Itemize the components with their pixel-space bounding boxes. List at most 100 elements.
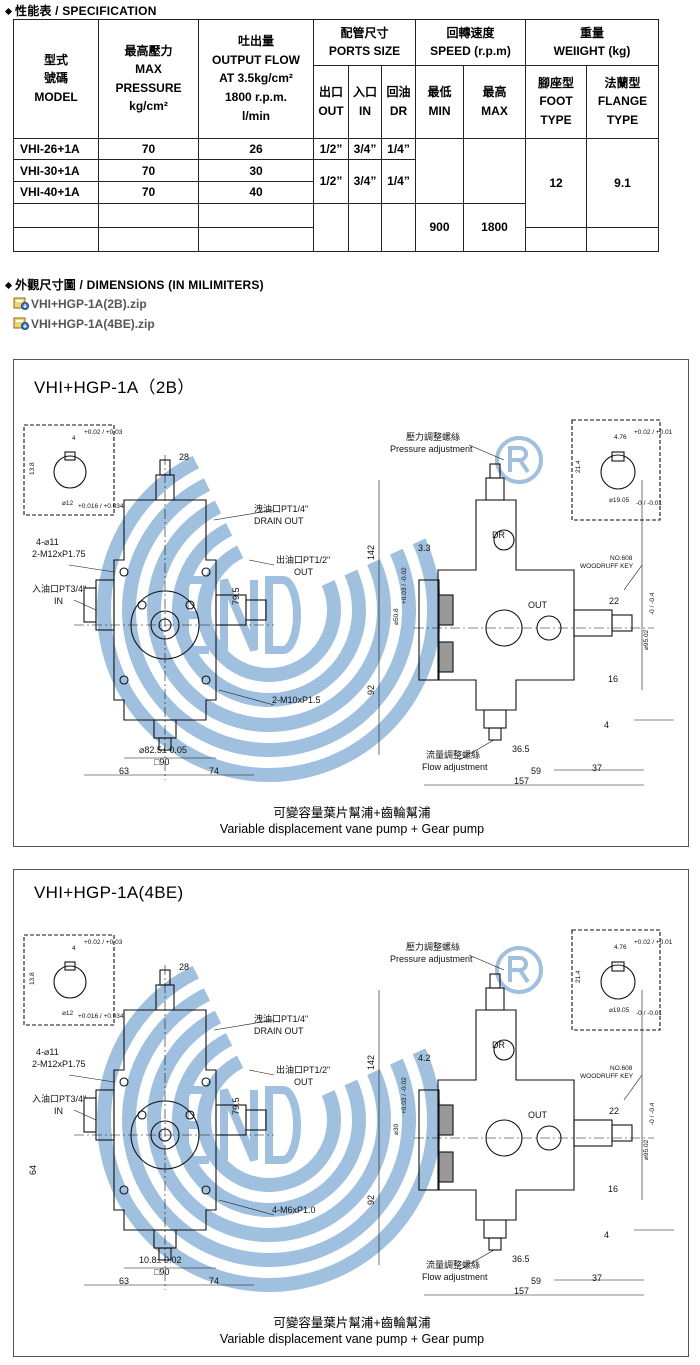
dim-label-dim-64: 64 (28, 1165, 38, 1175)
dim-label-fa-zh: 流量調整螺絲 (426, 749, 480, 760)
dim-label-thread: 2-M12xP1.75 (32, 1059, 86, 1069)
dim-label-dim-59: 59 (531, 766, 541, 776)
drawing-caption: 可變容量葉片幫浦+齒輪幫浦 Variable displacement vane… (14, 805, 688, 837)
port-out-cell: 1/2” (313, 159, 349, 205)
empty-cell (313, 203, 349, 252)
dim-label-pa-zh: 壓力調整螺絲 (406, 941, 460, 952)
dim-label-key-a-h: 13.8 (29, 972, 36, 985)
empty-cell (98, 227, 199, 252)
port-in-cell: 3/4” (348, 137, 382, 161)
speed-max-empty (463, 137, 526, 205)
speed-max-cell: 1800 (463, 203, 526, 252)
dim-label-key-b-tol: +0.02 / +0.01 (634, 939, 673, 946)
dim-label-fa-en: Flow adjustment (422, 762, 488, 772)
dim-label-fa-en: Flow adjustment (422, 1272, 488, 1282)
caption-zh: 可變容量葉片幫浦+齒輪幫浦 (273, 806, 431, 820)
dim-label-key-a-w: 4 (72, 435, 76, 442)
dim-label-key-a-dia: ⌀12 (62, 500, 74, 507)
dim-label-out-zh: 出油口PT1/2" (276, 1064, 330, 1075)
model-cell: VHI-30+1A (13, 159, 99, 183)
speed-min-cell: 900 (415, 203, 464, 252)
dim-label-key-b-w: 4.76 (614, 944, 627, 951)
pressure-cell: 70 (98, 181, 199, 205)
model-cell: VHI-40+1A (13, 181, 99, 205)
dim-label-dia-9502: ⌀95.02 (643, 629, 650, 650)
dim-label-holes: 4-⌀11 (36, 537, 59, 547)
empty-cell (525, 227, 587, 252)
download-link-2b[interactable]: VHI+HGP-1A(2B).zip (13, 297, 147, 311)
dim-label-drain-en: DRAIN OUT (254, 516, 304, 526)
port-dr-cell: 1/4” (381, 159, 416, 205)
dim-label-in-zh: 入油口PT3/4" (32, 1093, 86, 1104)
speed-min-empty (415, 137, 464, 205)
empty-cell (585, 227, 660, 252)
pump-outline (23, 419, 661, 780)
dimension-lines (68, 444, 674, 786)
dim-label-pa-zh: 壓力調整螺絲 (406, 431, 460, 442)
drawing-title: VHI+HGP-1A（2B） (34, 378, 195, 397)
pump-outline (23, 929, 661, 1290)
dim-label-dim-74: 74 (209, 766, 219, 776)
dim-label-dim-157: 157 (514, 1286, 529, 1296)
dim-label-sq-90: □90 (154, 1267, 169, 1277)
dim-label-dim-22: 22 (609, 596, 619, 606)
dim-label-dia-9502: ⌀95.02 (643, 1139, 650, 1160)
dim-label-shaft-tol: +0.03 / -0.02 (401, 567, 408, 604)
dim-label-key-b-h: 21.4 (575, 970, 582, 983)
dim-label-holes: 4-⌀11 (36, 1047, 59, 1057)
zip-file-icon (13, 297, 29, 310)
dim-label-key-a-tol: +0.02 / +0.03 (84, 429, 123, 436)
dim-label-woodruff-no: NO.608 (610, 1065, 633, 1072)
dim-label-woodruff-no: NO.608 (610, 555, 633, 562)
dimension-lines (68, 954, 674, 1296)
dim-label-dim-795: 79.5 (231, 587, 241, 605)
dim-label-key-b-dia-tol: -0 / -0.01 (636, 500, 662, 507)
dim-label-dia-825: ⌀82.5± 0.05 (139, 745, 187, 755)
table-row: VHI-40+1A 70 40 (13, 181, 659, 205)
dim-label-dim-365: 36.5 (512, 744, 530, 754)
flow-cell: 40 (198, 181, 314, 205)
empty-cell (198, 227, 314, 252)
dim-label-key-a-w: 4 (72, 945, 76, 952)
caption-en: Variable displacement vane pump + Gear p… (219, 1332, 485, 1346)
dim-label-dim-365: 36.5 (512, 1254, 530, 1264)
dim-label-key-a-dia: ⌀12 (62, 1010, 74, 1017)
dim-label-dim-92: 92 (366, 685, 376, 695)
spec-heading: 性能表 / SPECIFICATION (4, 2, 157, 19)
dim-label-dim-157: 157 (514, 776, 529, 786)
weight-flange-cell: 9.1 (585, 137, 660, 229)
drawing-caption: 可變容量葉片幫浦+齒輪幫浦 Variable displacement vane… (14, 1315, 688, 1347)
download-link-4be[interactable]: VHI+HGP-1A(4BE).zip (13, 317, 155, 331)
dim-label-mount-thread: 2-M10xP1.5 (272, 695, 321, 705)
empty-cell (381, 203, 416, 252)
dim-label-drain-zh: 洩油口PT1/4" (254, 503, 308, 514)
dimensions-heading: 外觀尺寸圖 / DIMENSIONS (IN MILIMITERS) (4, 276, 264, 293)
dim-label-dim-37: 37 (592, 763, 602, 773)
dim-label-out: OUT (528, 600, 548, 610)
drawing-title: VHI+HGP-1A(4BE) (34, 883, 184, 902)
dim-label-dr: DR (492, 530, 505, 540)
dim-label-key-a-dia-tol: +0.016 / +0.034 (78, 503, 124, 510)
table-row (13, 227, 660, 252)
dim-label-dim-16: 16 (608, 1184, 618, 1194)
dim-label-dim-28: 28 (179, 962, 189, 972)
dim-label-key-b-dia: ⌀19.05 (609, 1007, 630, 1014)
dim-label-dim-28: 28 (179, 452, 189, 462)
dim-label-dim-33: 3.3 (418, 543, 431, 553)
port-in-cell: 3/4” (348, 159, 382, 205)
dim-label-out-zh: 出油口PT1/2" (276, 554, 330, 565)
empty-cell (13, 203, 99, 229)
dim-label-dim-142: 142 (366, 545, 376, 560)
watermark-logo (97, 946, 543, 1292)
empty-cell (348, 203, 382, 252)
dim-label-out: OUT (528, 1110, 548, 1120)
